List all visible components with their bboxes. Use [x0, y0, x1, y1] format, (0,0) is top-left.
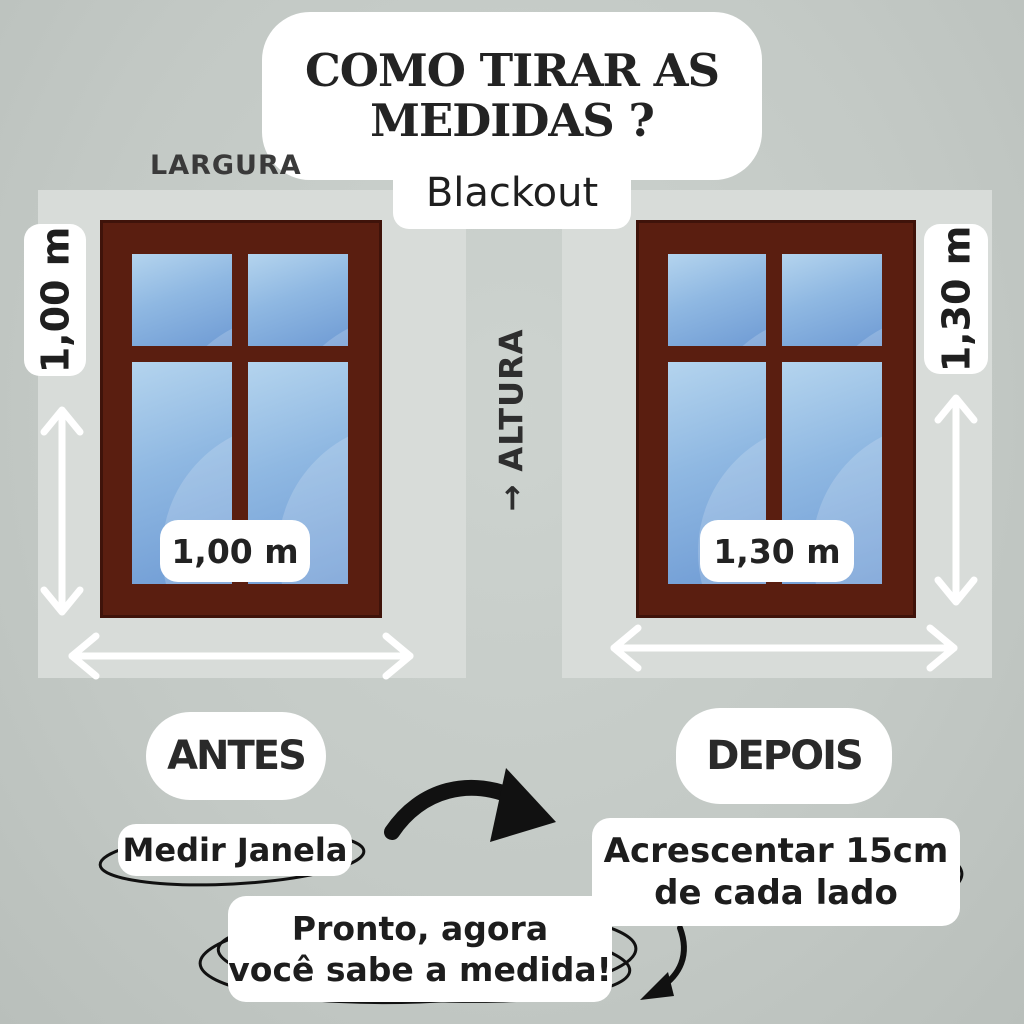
- page-title: COMO TIRAR AS MEDIDAS ?: [262, 12, 762, 180]
- final-caption: Pronto, agora você sabe a medida!: [228, 896, 612, 1002]
- right-window-pane-tr: [782, 254, 882, 346]
- title-line-2: MEDIDAS ?: [370, 94, 655, 147]
- left-window-pane-tl: [132, 254, 232, 346]
- left-height-label: 1,00 m: [24, 224, 86, 376]
- right-width-arrow-icon: [610, 624, 958, 672]
- left-height-arrow-icon: [40, 406, 84, 616]
- subtitle-blackout: Blackout: [393, 157, 631, 229]
- depois-label: DEPOIS: [676, 708, 892, 804]
- after-caption: Acrescentar 15cm de cada lado: [592, 818, 960, 926]
- final-caption-line-2: você sabe a medida!: [228, 950, 612, 989]
- right-height-label: 1,30 m: [924, 224, 988, 374]
- left-width-arrow-icon: [68, 632, 414, 680]
- left-width-label: 1,00 m: [160, 520, 310, 582]
- right-window-pane-tl: [668, 254, 766, 346]
- right-width-label: 1,30 m: [700, 520, 854, 582]
- down-arrow-icon: [640, 925, 687, 1000]
- right-height-arrow-icon: [934, 394, 978, 606]
- title-line-1: COMO TIRAR AS: [304, 43, 720, 97]
- final-caption-line-1: Pronto, agora: [291, 908, 549, 948]
- before-caption: Medir Janela: [118, 824, 352, 876]
- after-caption-line-2: de cada lado: [654, 873, 898, 913]
- after-caption-line-1: Acrescentar 15cm: [603, 830, 949, 871]
- largura-label: LARGURA: [150, 150, 302, 181]
- antes-label: ANTES: [146, 712, 326, 800]
- curved-arrow-icon: [384, 768, 556, 842]
- left-window-pane-tr: [248, 254, 348, 346]
